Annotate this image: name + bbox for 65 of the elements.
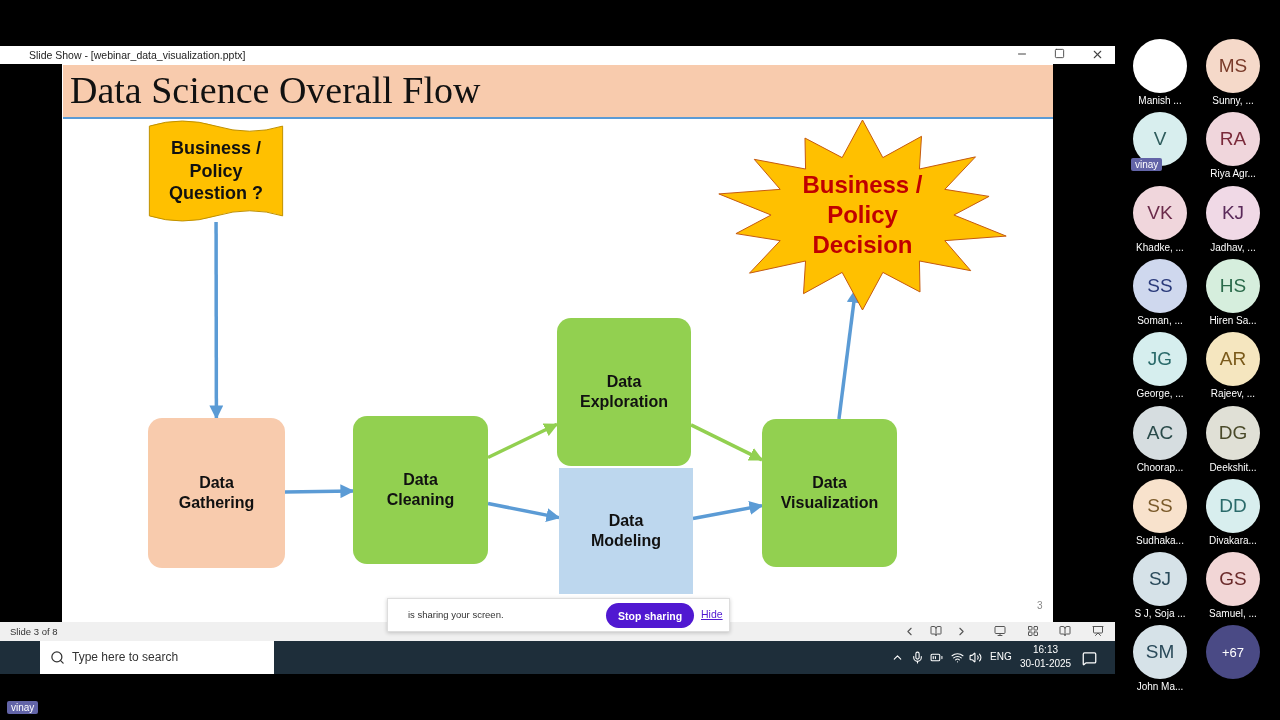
process-box bbox=[353, 416, 488, 564]
participant-name: Hiren Sa... bbox=[1208, 314, 1258, 326]
participant-name: Sunny, ... bbox=[1211, 95, 1255, 106]
slide-title: Data Science Overall Flow bbox=[70, 68, 481, 112]
process-box bbox=[762, 419, 897, 567]
slide-counter: Slide 3 of 8 bbox=[10, 626, 58, 637]
name-tag: vinay bbox=[1131, 158, 1163, 172]
participant-name: Riya Agr... bbox=[1209, 168, 1257, 180]
sharing-notice: is sharing your screen. bbox=[408, 609, 504, 620]
participant-initials: RA bbox=[1219, 128, 1247, 151]
hide-link: Hide bbox=[701, 608, 723, 620]
process-box bbox=[557, 318, 691, 466]
stop-sharing-button: Stop sharing bbox=[606, 603, 695, 628]
arrow bbox=[690, 423, 764, 462]
node-label: Data Modeling bbox=[589, 511, 663, 551]
participant-initials: V bbox=[1153, 128, 1167, 151]
language-indicator: ENG bbox=[990, 651, 1012, 662]
participant-name: S J, Soja ... bbox=[1133, 608, 1187, 620]
participant-count: +67 bbox=[1221, 644, 1245, 660]
participant-name: Soman, ... bbox=[1136, 314, 1184, 326]
process-box bbox=[559, 468, 693, 594]
participant-initials: SJ bbox=[1148, 568, 1172, 591]
node-label: Business / Policy Decision bbox=[801, 170, 924, 260]
participant-name: Rajeev, ... bbox=[1209, 388, 1257, 400]
participant-name: Divakara... bbox=[1208, 534, 1258, 546]
participant-initials: DG bbox=[1218, 421, 1248, 444]
node-label: Data Gathering bbox=[177, 473, 256, 513]
node-label: Business / Policy Question ? bbox=[168, 137, 264, 205]
clock-time: 16:13 bbox=[1033, 644, 1059, 655]
participant-name: Deekshit... bbox=[1208, 461, 1258, 473]
participant-initials: SM bbox=[1145, 641, 1175, 664]
participant-initials: SS bbox=[1147, 274, 1173, 297]
clock-date: 30-01-2025 bbox=[1020, 658, 1072, 669]
arrow bbox=[487, 422, 559, 460]
window-title: Slide Show - [webinar_data_visualization.pptx] bbox=[29, 49, 246, 61]
participant-initials: AC bbox=[1146, 421, 1174, 444]
participant-name: George, ... bbox=[1135, 388, 1185, 400]
participant-name: Samuel, ... bbox=[1208, 608, 1258, 620]
participant-name: Choorap... bbox=[1135, 461, 1185, 473]
participant-name: John Ma... bbox=[1135, 681, 1185, 693]
arrow bbox=[284, 484, 355, 499]
node-label: Data Exploration bbox=[579, 372, 669, 412]
participant-initials: KJ bbox=[1221, 201, 1245, 224]
participant-initials: VK bbox=[1147, 201, 1173, 224]
node-label: Data Cleaning bbox=[385, 470, 456, 510]
name-tag: vinay bbox=[7, 701, 39, 714]
participant-initials: GS bbox=[1219, 568, 1247, 591]
arrow bbox=[209, 222, 224, 420]
node-label: Data Visualization bbox=[779, 473, 880, 513]
participant-name: Khadke, ... bbox=[1135, 241, 1185, 253]
participant-initials: JG bbox=[1147, 348, 1173, 371]
question-flag bbox=[148, 120, 284, 222]
participant-initials: AR bbox=[1219, 348, 1247, 371]
arrow bbox=[487, 501, 561, 523]
process-box bbox=[148, 418, 285, 568]
participant-initials: HS bbox=[1219, 274, 1247, 297]
participant-initials: SS bbox=[1147, 494, 1173, 517]
participant-initials: MS bbox=[1218, 55, 1248, 77]
participant-name: Jadhav, ... bbox=[1209, 241, 1257, 253]
arrow bbox=[692, 501, 764, 521]
participant-name: Sudhaka... bbox=[1135, 534, 1185, 546]
participant-initials: DD bbox=[1219, 494, 1247, 517]
slide-number: 3 bbox=[1037, 600, 1043, 611]
participant-name: Manish ... bbox=[1137, 95, 1183, 106]
search-field: Type here to search bbox=[40, 641, 274, 674]
